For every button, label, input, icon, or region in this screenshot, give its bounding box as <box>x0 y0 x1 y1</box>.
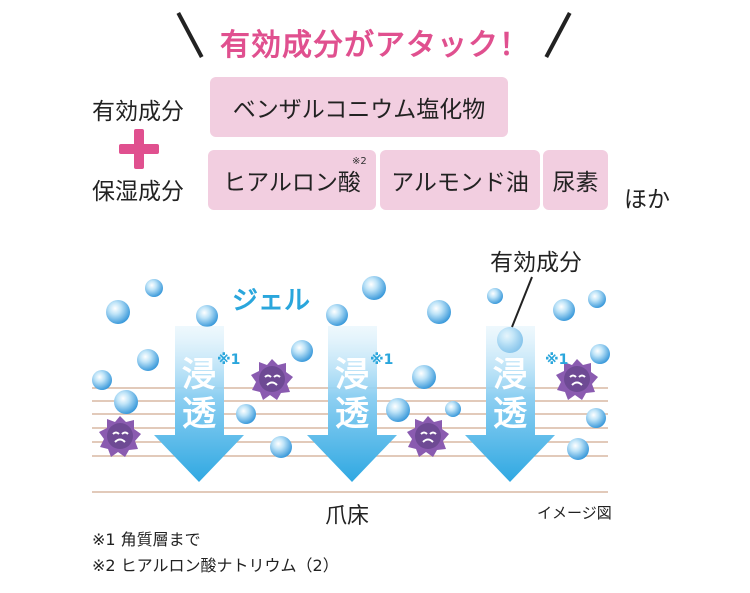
penetration-arrow-3 <box>465 326 555 482</box>
active-pointer-label: 有効成分 <box>490 250 582 276</box>
arrow-3-note-mark: ※1 <box>545 352 568 368</box>
particle <box>487 288 503 304</box>
moisture-pill-almond: アルモンド油 <box>380 150 540 210</box>
particle <box>588 290 606 308</box>
arrow-2-note-mark: ※1 <box>370 352 393 368</box>
active-ingredient-name: ベンザルコニウム塩化物 <box>232 97 486 123</box>
ingredients-suffix: ほか <box>624 187 670 213</box>
particle <box>196 305 218 327</box>
particle <box>92 370 112 390</box>
particle <box>145 279 163 297</box>
active-ingredient-label: 有効成分 <box>92 99 184 125</box>
moisture-item-urea: 尿素 <box>552 170 599 196</box>
germ-icon <box>251 359 293 400</box>
arrow-1-note-mark: ※1 <box>217 352 240 368</box>
arrow-3-text-top: 浸 <box>493 355 527 395</box>
arrow-1-text-bottom: 透 <box>182 394 217 434</box>
image-label: イメージ図 <box>537 504 612 522</box>
arrow-2-text-bottom: 透 <box>335 394 370 434</box>
moisture-ingredient-label: 保湿成分 <box>92 179 184 205</box>
particle <box>586 408 606 428</box>
arrow-2-text-top: 浸 <box>335 355 369 395</box>
headline: 有効成分がアタック！ <box>220 28 530 63</box>
nail-bed-label: 爪床 <box>325 504 370 529</box>
particle <box>236 404 256 424</box>
moisture-item-hyaluronic: ヒアルロン酸 <box>223 170 361 196</box>
arrow-3-text-bottom: 透 <box>493 394 528 434</box>
particle <box>291 340 313 362</box>
active-ingredient-pill: ベンザルコニウム塩化物 <box>210 77 508 137</box>
penetration-arrow-2 <box>307 326 397 482</box>
hyaluronic-note-mark: ※2 <box>352 156 367 167</box>
particle <box>567 438 589 460</box>
moisture-pill-hyaluronic: ヒアルロン酸 <box>208 150 376 210</box>
particle <box>106 300 130 324</box>
penetration-diagram: 浸 透 浸 透 浸 透 ※1 ※1 ※1 <box>92 276 610 493</box>
particle <box>445 401 461 417</box>
germ-icon <box>99 416 141 457</box>
particle <box>362 276 386 300</box>
particle <box>427 300 451 324</box>
active-ingredient-particles <box>92 276 610 460</box>
moisture-pill-urea: 尿素 <box>543 150 608 210</box>
particle <box>137 349 159 371</box>
particle <box>114 390 138 414</box>
particle <box>412 365 436 389</box>
arrow-1-text-top: 浸 <box>182 355 216 395</box>
germ-icon <box>556 359 598 400</box>
particle <box>326 304 348 326</box>
footnote-2: ※2 ヒアルロン酸ナトリウム（2） <box>92 556 339 575</box>
particle <box>553 299 575 321</box>
moisture-item-almond: アルモンド油 <box>391 170 529 196</box>
germ-icon <box>407 416 449 457</box>
gel-label: ジェル <box>232 286 311 316</box>
particle <box>590 344 610 364</box>
particle <box>270 436 292 458</box>
plus-icon <box>134 129 144 169</box>
particle <box>386 398 410 422</box>
active-ingredient-pointer <box>511 276 533 328</box>
footnote-1: ※1 角質層まで <box>92 530 201 549</box>
penetration-arrow-1 <box>154 326 244 482</box>
